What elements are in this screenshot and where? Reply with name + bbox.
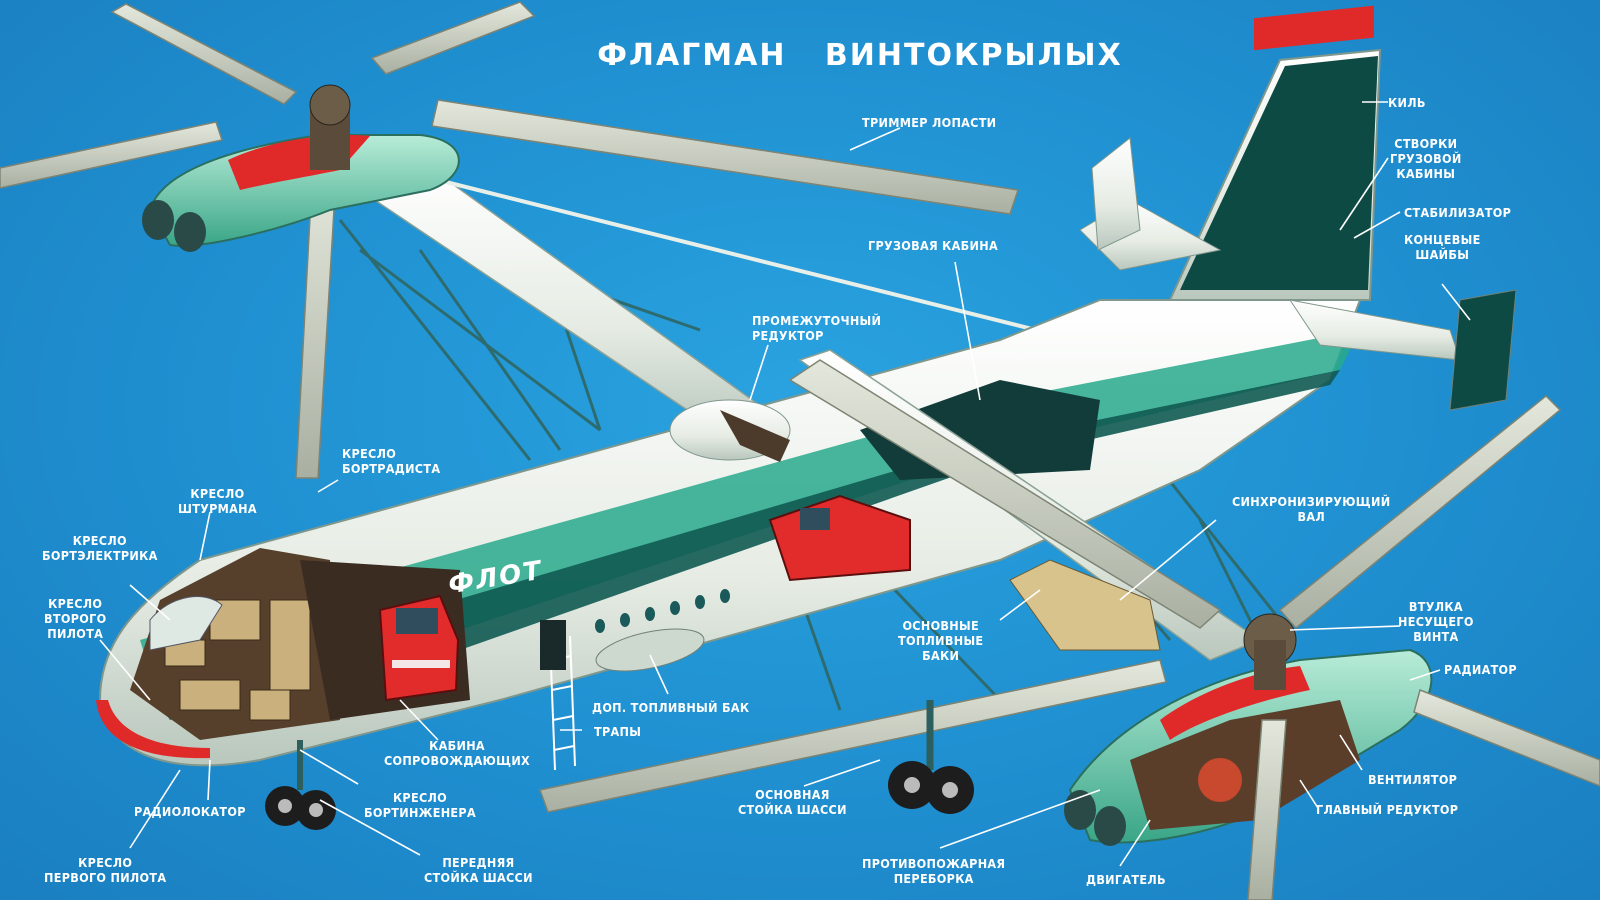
intermediate-gearbox: [720, 410, 790, 462]
label-copilot-seat: КРЕСЛО ВТОРОГО ПИЛОТА: [44, 596, 107, 641]
door-opening: [540, 620, 566, 670]
label-electrician-seat: КРЕСЛО БОРТЭЛЕКТРИКА: [42, 533, 158, 563]
end-plate-left: [1091, 137, 1141, 251]
label-firewall: ПРОТИВОПОЖАРНАЯ ПЕРЕБОРКА: [862, 856, 1006, 886]
center-rotor-blade: [788, 359, 1222, 629]
fuel-tank-cutaway: [1009, 559, 1161, 651]
label-engine: ДВИГАТЕЛЬ: [1086, 872, 1166, 887]
tail-fin-dark-panel: [1180, 56, 1378, 290]
label-fan: ВЕНТИЛЯТОР: [1368, 772, 1458, 787]
label-radiator: РАДИАТОР: [1444, 662, 1517, 677]
right-rotor-blades: [538, 394, 1600, 900]
label-escort-cabin: КАБИНА СОПРОВОЖДАЮЩИХ: [384, 738, 531, 768]
label-radar: РАДИОЛОКАТОР: [134, 804, 246, 819]
cargo-truck-rear: [768, 494, 911, 582]
label-cargo-cabin: ГРУЗОВАЯ КАБИНА: [868, 238, 998, 253]
cockpit-interior-details: [164, 599, 311, 721]
label-cargo-doors: СТВОРКИ ГРУЗОВОЙ КАБИНЫ: [1390, 136, 1462, 181]
label-pilot-seat: КРЕСЛО ПЕРВОГО ПИЛОТА: [44, 855, 167, 885]
label-main-gearbox: ГЛАВНЫЙ РЕДУКТОР: [1316, 802, 1459, 817]
left-rotor-hub: [309, 84, 351, 170]
label-main-fuel-tanks: ОСНОВНЫЕ ТОПЛИВНЫЕ БАКИ: [898, 618, 984, 663]
poster-title: ФЛАГМАН ВИНТОКРЫЛЫХ: [597, 38, 1123, 73]
leader-lines: [99, 101, 1471, 867]
label-end-plates: КОНЦЕВЫЕ ШАЙБЫ: [1404, 232, 1481, 262]
tail-red-stripe: [1254, 5, 1374, 51]
label-flight-engineer-seat: КРЕСЛО БОРТИНЖЕНЕРА: [364, 790, 476, 820]
fuselage-windows: [595, 589, 730, 633]
main-landing-gear: [888, 700, 974, 814]
nose-red-accent: [96, 700, 210, 759]
label-main-landing-gear: ОСНОВНАЯ СТОЙКА ШАССИ: [738, 787, 847, 817]
label-nose-landing-gear: ПЕРЕДНЯЯ СТОЙКА ШАССИ: [424, 855, 533, 885]
left-rotor-long-blade: [431, 99, 1019, 215]
label-extra-fuel-tank: ДОП. ТОПЛИВНЫЙ БАК: [592, 700, 750, 715]
label-ladders: ТРАПЫ: [594, 724, 642, 739]
right-rotor-hub: [1243, 613, 1297, 690]
label-fin: КИЛЬ: [1388, 95, 1426, 110]
label-sync-shaft: СИНХРОНИЗИРУЮЩИЙ ВАЛ: [1232, 494, 1391, 524]
sync-shaft-line: [429, 176, 1061, 338]
label-radio-operator-seat: КРЕСЛО БОРТРАДИСТА: [342, 446, 441, 476]
left-rotor-blades: [0, 1, 536, 479]
label-rotor-hub: ВТУЛКА НЕСУЩЕГО ВИНТА: [1398, 599, 1474, 644]
cargo-truck-front: [378, 594, 460, 702]
label-blade-trimmer: ТРИММЕР ЛОПАСТИ: [862, 115, 997, 130]
nose-landing-gear: [265, 740, 336, 830]
end-plate-right: [1449, 289, 1517, 411]
left-engine-nacelle: [142, 134, 460, 252]
label-stabilizer: СТАБИЛИЗАТОР: [1404, 205, 1512, 220]
label-navigator-seat: КРЕСЛО ШТУРМАНА: [178, 486, 257, 516]
external-fuel-tank: [595, 628, 705, 672]
right-engine-nacelle: [1064, 648, 1433, 846]
label-intermediate-gearbox: ПРОМЕЖУТОЧНЫЙ РЕДУКТОР: [752, 313, 882, 343]
